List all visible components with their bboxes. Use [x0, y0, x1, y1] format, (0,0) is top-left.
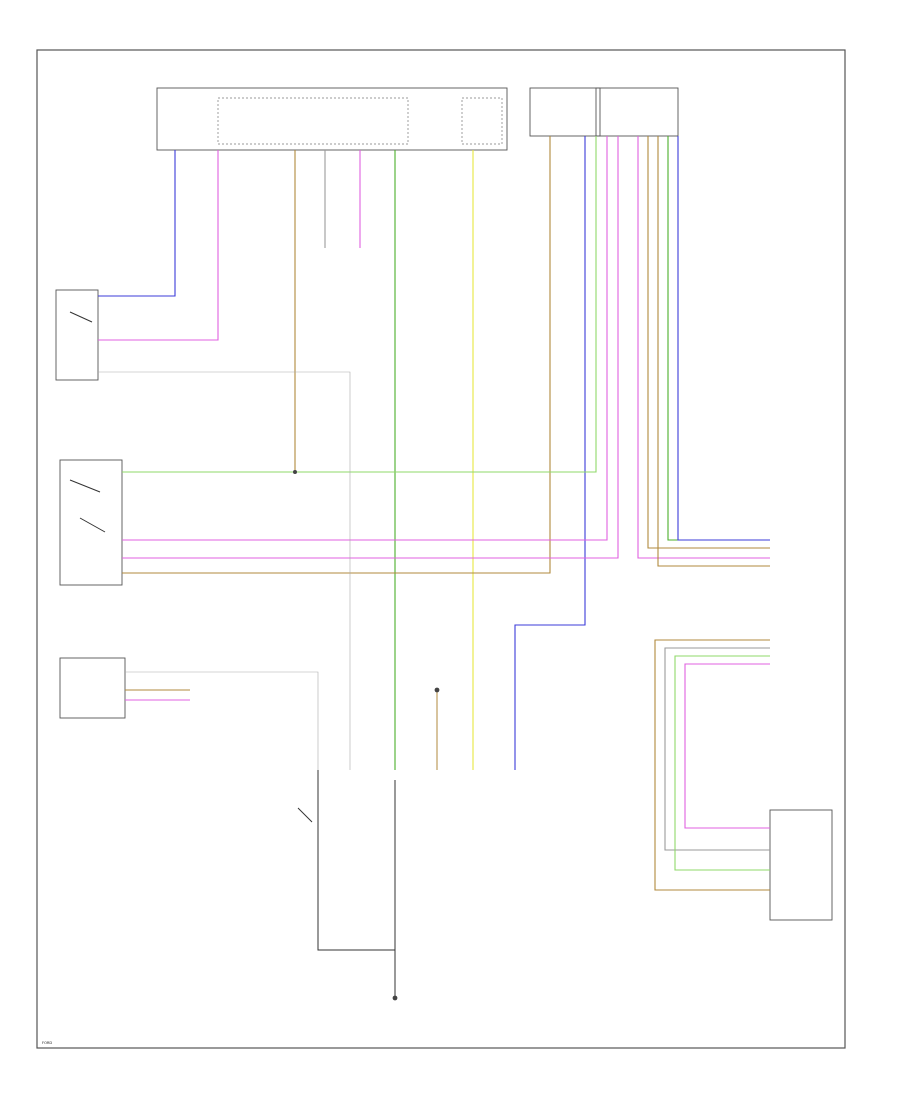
brake-switch-contact-2: [79, 517, 106, 533]
wire-tan-pcm-1: [647, 136, 770, 549]
wire-blue-bjb: [514, 136, 586, 770]
wire-tan-pcm-2: [657, 136, 770, 567]
wire-pink-pcm: [637, 136, 770, 559]
powertrain-control-module: [595, 87, 679, 137]
wire-lightgreen-tr: [674, 655, 770, 871]
battery-junction-box: [529, 87, 601, 137]
wire-pink-ignition: [98, 150, 219, 341]
splice-point: [293, 470, 297, 474]
ignition-switch: [55, 289, 99, 381]
wire-gray-tr: [664, 647, 770, 851]
ground-point: [392, 995, 398, 1001]
wire-pink-brake-1: [122, 136, 608, 541]
wire-tan-bjb: [122, 136, 551, 574]
brake-switch-contact-1: [69, 479, 101, 493]
diagram-frame: [36, 49, 846, 1049]
wire-gray-ignition: [98, 371, 351, 770]
sjb-internal: [217, 97, 409, 145]
instrument-panel-cluster: [59, 657, 126, 719]
ground-circuit-left: [317, 770, 395, 951]
wire-pink-brake-2: [122, 136, 619, 559]
transmission-range-sensor: [769, 809, 833, 921]
ignition-switch-contact: [69, 311, 93, 323]
wire-lightgreen-splice: [122, 136, 597, 473]
smart-junction-box: [156, 87, 508, 151]
wire-blue-ignition: [98, 150, 176, 297]
brake-pedal-position-switch: [59, 459, 123, 586]
wire-green-pcm: [667, 136, 770, 541]
footer-id: FORD: [42, 1041, 52, 1045]
sjb-fuse-area: [461, 97, 503, 145]
wire-gray-cluster: [125, 671, 319, 770]
brake-splice-point: [434, 687, 440, 693]
wire-blue-pcm: [677, 136, 770, 541]
park-switch-contact: [297, 807, 313, 823]
wire-tan-tr: [654, 639, 770, 891]
wire-pink-tr: [684, 663, 770, 829]
